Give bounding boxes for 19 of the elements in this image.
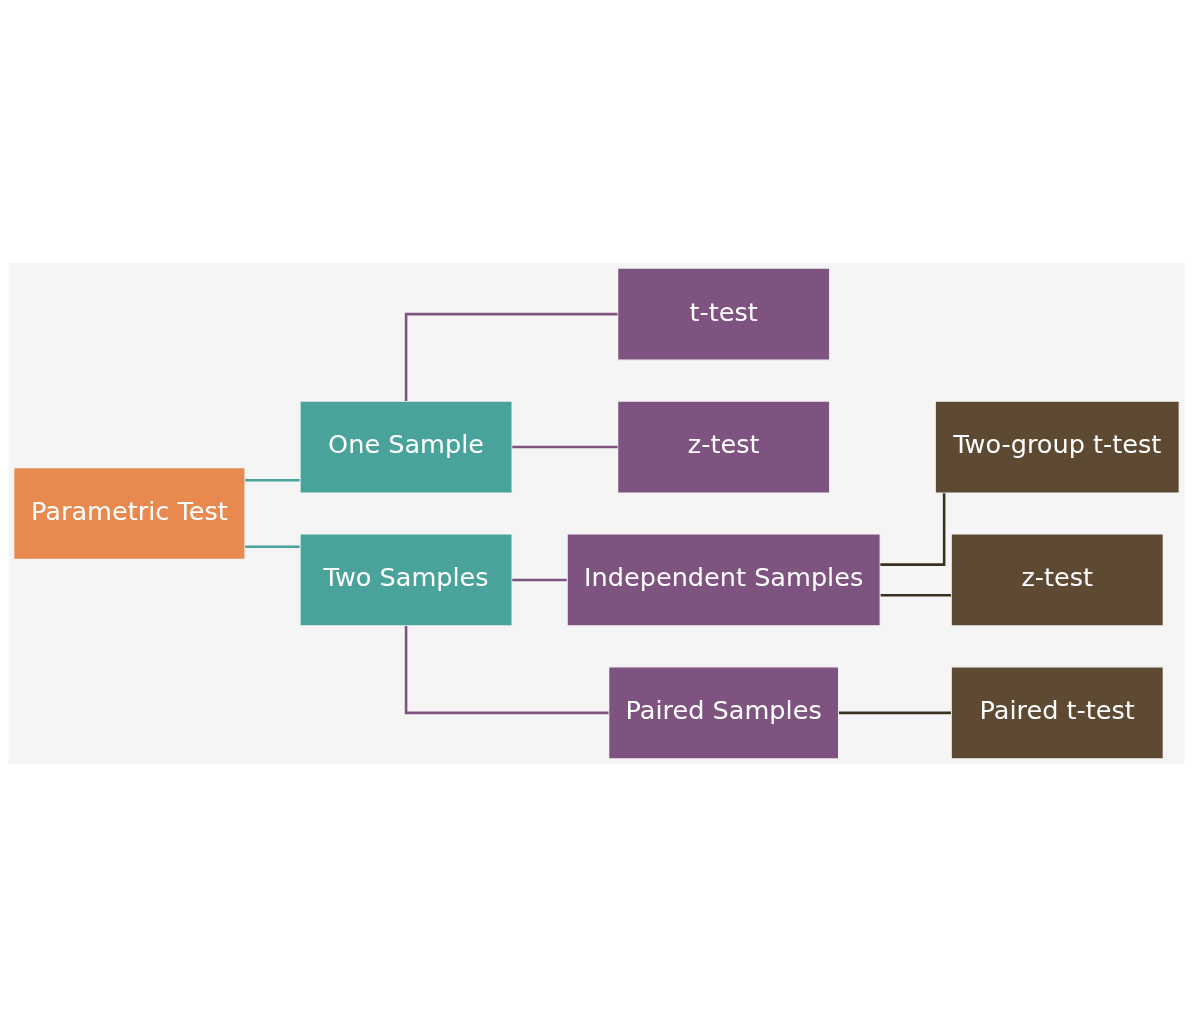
node-box: Parametric Test: [13, 466, 246, 561]
node-box: z-test: [616, 400, 831, 494]
node-box: Independent Samples: [566, 533, 881, 627]
node-box: Paired Samples: [608, 666, 840, 760]
connector: [404, 312, 618, 401]
node-box: Two-group t-test: [934, 400, 1180, 494]
connector: [245, 479, 300, 482]
node-box: Two Samples: [299, 533, 513, 627]
connector: [880, 493, 946, 566]
connector: [404, 626, 609, 715]
connector: [880, 594, 951, 597]
connector: [245, 545, 300, 548]
connector: [838, 711, 951, 715]
node-box: t-test: [616, 267, 831, 361]
node-box: z-test: [950, 533, 1164, 627]
connector: [512, 445, 618, 449]
connector: [512, 578, 567, 582]
node-box: One Sample: [299, 400, 513, 494]
node-box: Paired t-test: [950, 666, 1164, 760]
